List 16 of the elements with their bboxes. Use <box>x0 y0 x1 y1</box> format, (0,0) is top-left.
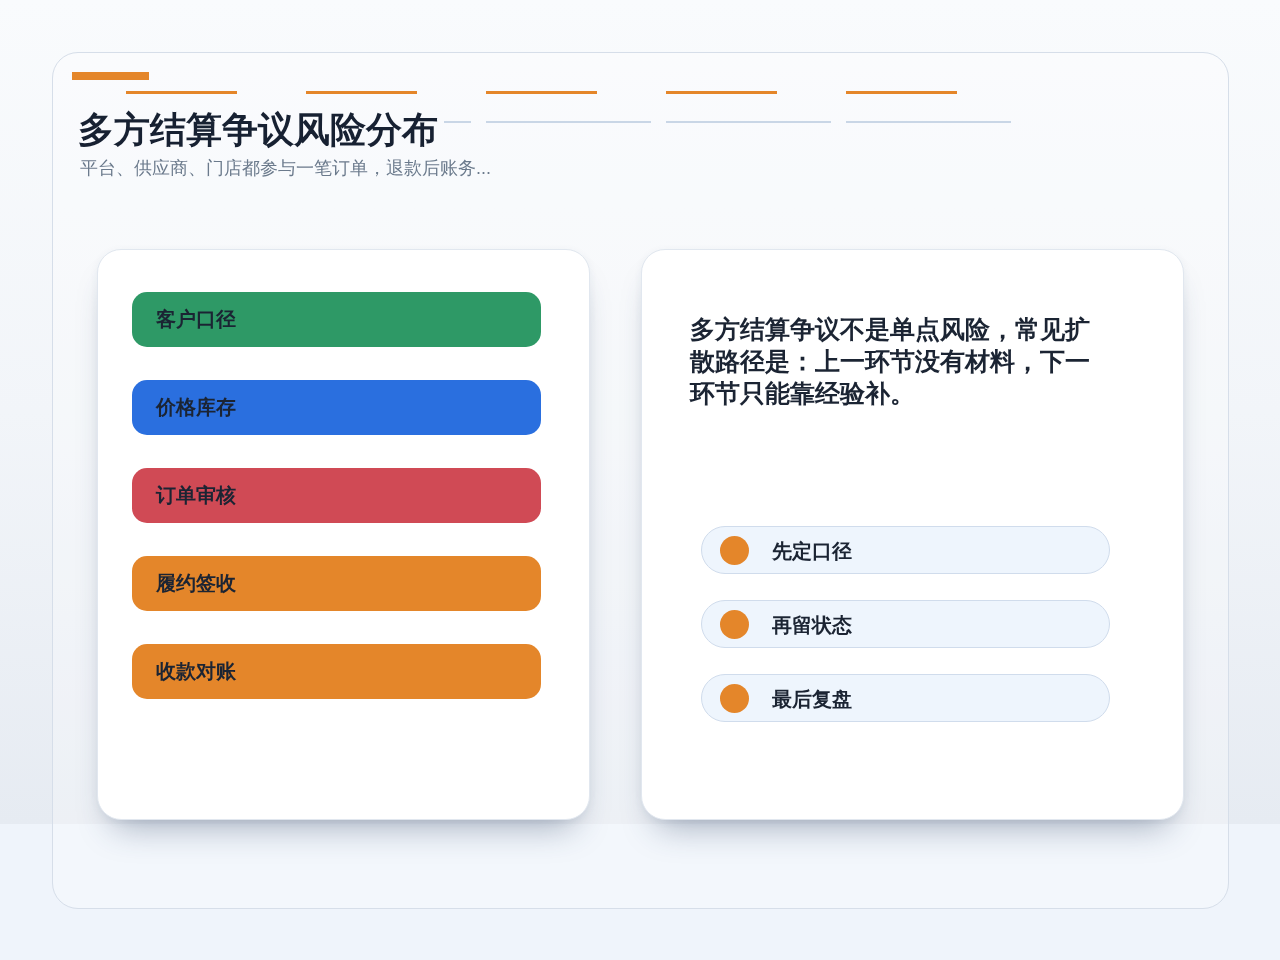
title: 多方结算争议风险分布 <box>78 108 438 152</box>
step-label: 最后复盘 <box>772 687 852 711</box>
step-pill <box>701 526 1110 574</box>
category-bar: 收款对账 <box>132 644 541 699</box>
step-label: 再留状态 <box>772 613 852 637</box>
step-label: 先定口径 <box>772 539 852 563</box>
step-pill <box>701 600 1110 648</box>
category-bar: 价格库存 <box>132 380 541 435</box>
subtitle: 平台、供应商、门店都参与一笔订单，退款后账务... <box>80 157 491 180</box>
category-bar: 客户口径 <box>132 292 541 347</box>
category-bar: 订单审核 <box>132 468 541 523</box>
card-text: 多方结算争议不是单点风险，常见扩散路径是：上一环节没有材料，下一环节只能靠经验补。 <box>690 314 1091 409</box>
card-panel <box>97 249 590 820</box>
card-panel <box>641 249 1184 820</box>
category-bar: 履约签收 <box>132 556 541 611</box>
step-pill <box>701 674 1110 722</box>
